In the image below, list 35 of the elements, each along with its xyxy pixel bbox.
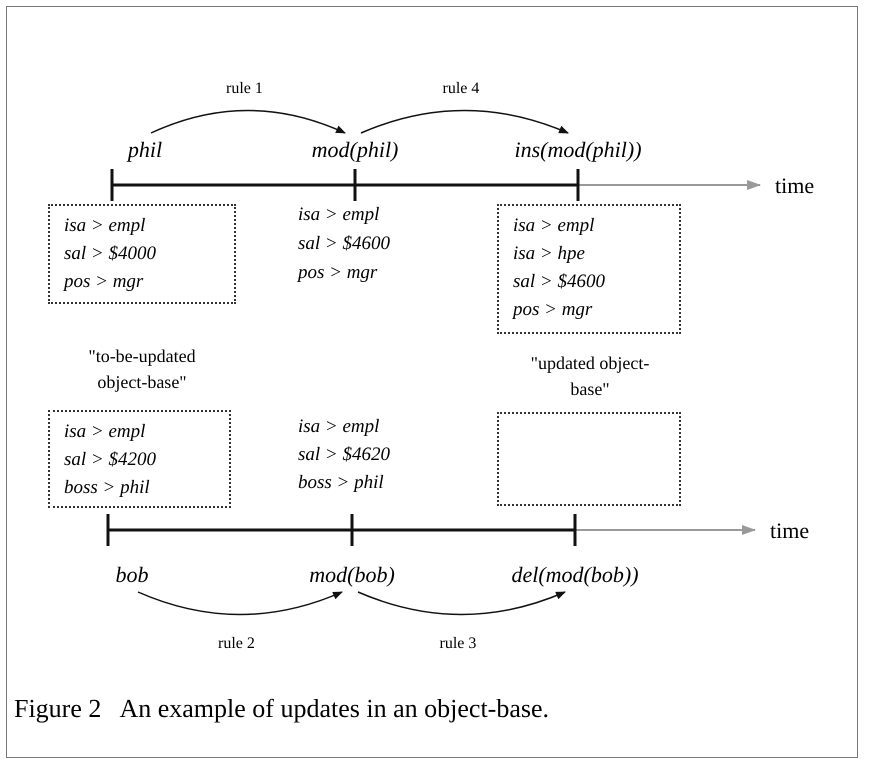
note-text: "updated object-base"	[530, 352, 650, 401]
attribute-text: isa > empl	[64, 214, 146, 238]
attribute-text: sal > $4600	[513, 270, 606, 294]
attribute-box	[48, 204, 236, 304]
axis-label: time	[770, 518, 810, 544]
object-name: bob	[116, 562, 148, 588]
object-name: del(mod(bob))	[511, 562, 639, 588]
object-name: mod(bob)	[309, 562, 395, 588]
attribute-text: sal > $4600	[298, 233, 390, 255]
attribute-text: pos > mgr	[513, 298, 594, 322]
curved-arrow	[360, 110, 569, 134]
attribute-text: boss > phil	[64, 476, 151, 500]
note-text: "to-be-updated object-base"	[87, 345, 197, 394]
curved-arrow	[358, 591, 566, 616]
attribute-box	[497, 204, 681, 334]
attribute-text: isa > empl	[513, 214, 596, 238]
attribute-text: pos > mgr	[298, 262, 378, 284]
attribute-text: pos > mgr	[64, 270, 144, 294]
object-name: phil	[128, 137, 162, 163]
axis-label: time	[775, 173, 814, 199]
attribute-text: sal > $4000	[64, 242, 157, 266]
attribute-text: sal > $4200	[64, 448, 157, 472]
curved-arrow	[150, 110, 346, 134]
attribute-text: isa > empl	[64, 420, 146, 444]
attribute-box	[48, 410, 231, 508]
attribute-text: isa > empl	[298, 416, 380, 438]
empty-box	[497, 412, 681, 506]
object-name: ins(mod(phil))	[514, 137, 642, 163]
attribute-text: isa > hpe	[513, 242, 586, 266]
figure-caption: Figure 2 An example of updates in an object-base.	[14, 694, 550, 724]
curved-arrow	[138, 591, 343, 616]
attribute-text: sal > $4620	[298, 444, 390, 466]
attribute-text: isa > empl	[298, 204, 380, 226]
object-name: mod(phil)	[312, 137, 398, 163]
attribute-text: boss > phil	[298, 472, 384, 494]
